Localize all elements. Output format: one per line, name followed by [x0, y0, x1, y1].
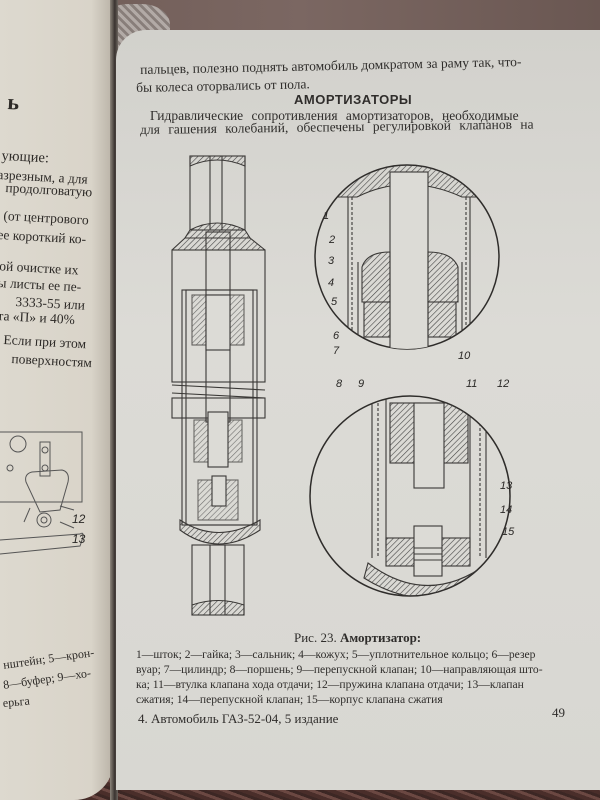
figure-caption-title: Рис. 23. Амортизатор:	[294, 630, 421, 646]
callout-9: 9	[358, 378, 365, 390]
footer-signature: 4. Автомобиль ГАЗ-52-04, 5 издание	[138, 711, 339, 726]
callout-7: 7	[333, 345, 340, 357]
callout-1: 1	[323, 210, 330, 222]
shock-absorber-detail-lower	[309, 395, 511, 597]
figure-title: Амортизатор:	[339, 630, 422, 645]
left-page-line: продолговатую	[5, 179, 93, 200]
left-page-line: та «П» и 40%	[0, 307, 76, 328]
left-page-heading-fragment: ь	[6, 89, 20, 115]
callout-8: 8	[336, 378, 343, 390]
callout-3: 3	[328, 255, 335, 267]
body-line: Гидравлические сопротивления амортизатор…	[150, 108, 519, 123]
figure-callout-13: 13	[72, 532, 86, 546]
callout-14: 14	[500, 504, 513, 516]
book-gutter	[110, 0, 118, 800]
shock-absorber-detail-upper	[314, 164, 500, 350]
figure-legend-line: 1—шток; 2—гайка; 3—сальник; 4—кожух; 5—у…	[136, 648, 536, 661]
left-page-line: поверхностям	[11, 350, 93, 371]
figure-legend-line: вуар; 7—цилиндр; 8—поршень; 9—перепускно…	[136, 663, 543, 676]
callout-11: 11	[466, 378, 478, 390]
figure-legend-line: сжатия; 14—перепускной клапан; 15—корпус…	[136, 693, 443, 706]
figure-legend-line: ка; 11—втулка клапана хода отдачи; 12—пр…	[136, 678, 524, 691]
left-caption-line: ерьга	[2, 693, 31, 710]
figure-callout-12: 12	[72, 512, 86, 526]
callout-15: 15	[502, 526, 515, 538]
callout-4: 4	[328, 277, 335, 289]
left-page: ь ующие: азрезным, а для продолговатую (…	[0, 0, 114, 800]
shock-absorber-full-view	[171, 155, 266, 616]
figure-number: Рис. 23.	[294, 630, 337, 645]
callout-6: 6	[333, 330, 340, 342]
callout-2: 2	[329, 234, 336, 246]
callout-5: 5	[331, 296, 338, 308]
page-number: 49	[552, 705, 565, 720]
section-title: АМОРТИЗАТОРЫ	[294, 92, 413, 107]
spring-bracket-diagram	[0, 431, 84, 555]
callout-13: 13	[500, 480, 513, 492]
left-page-line: ее короткий ко-	[0, 226, 87, 247]
callout-12: 12	[497, 378, 510, 390]
callout-10: 10	[458, 350, 471, 362]
